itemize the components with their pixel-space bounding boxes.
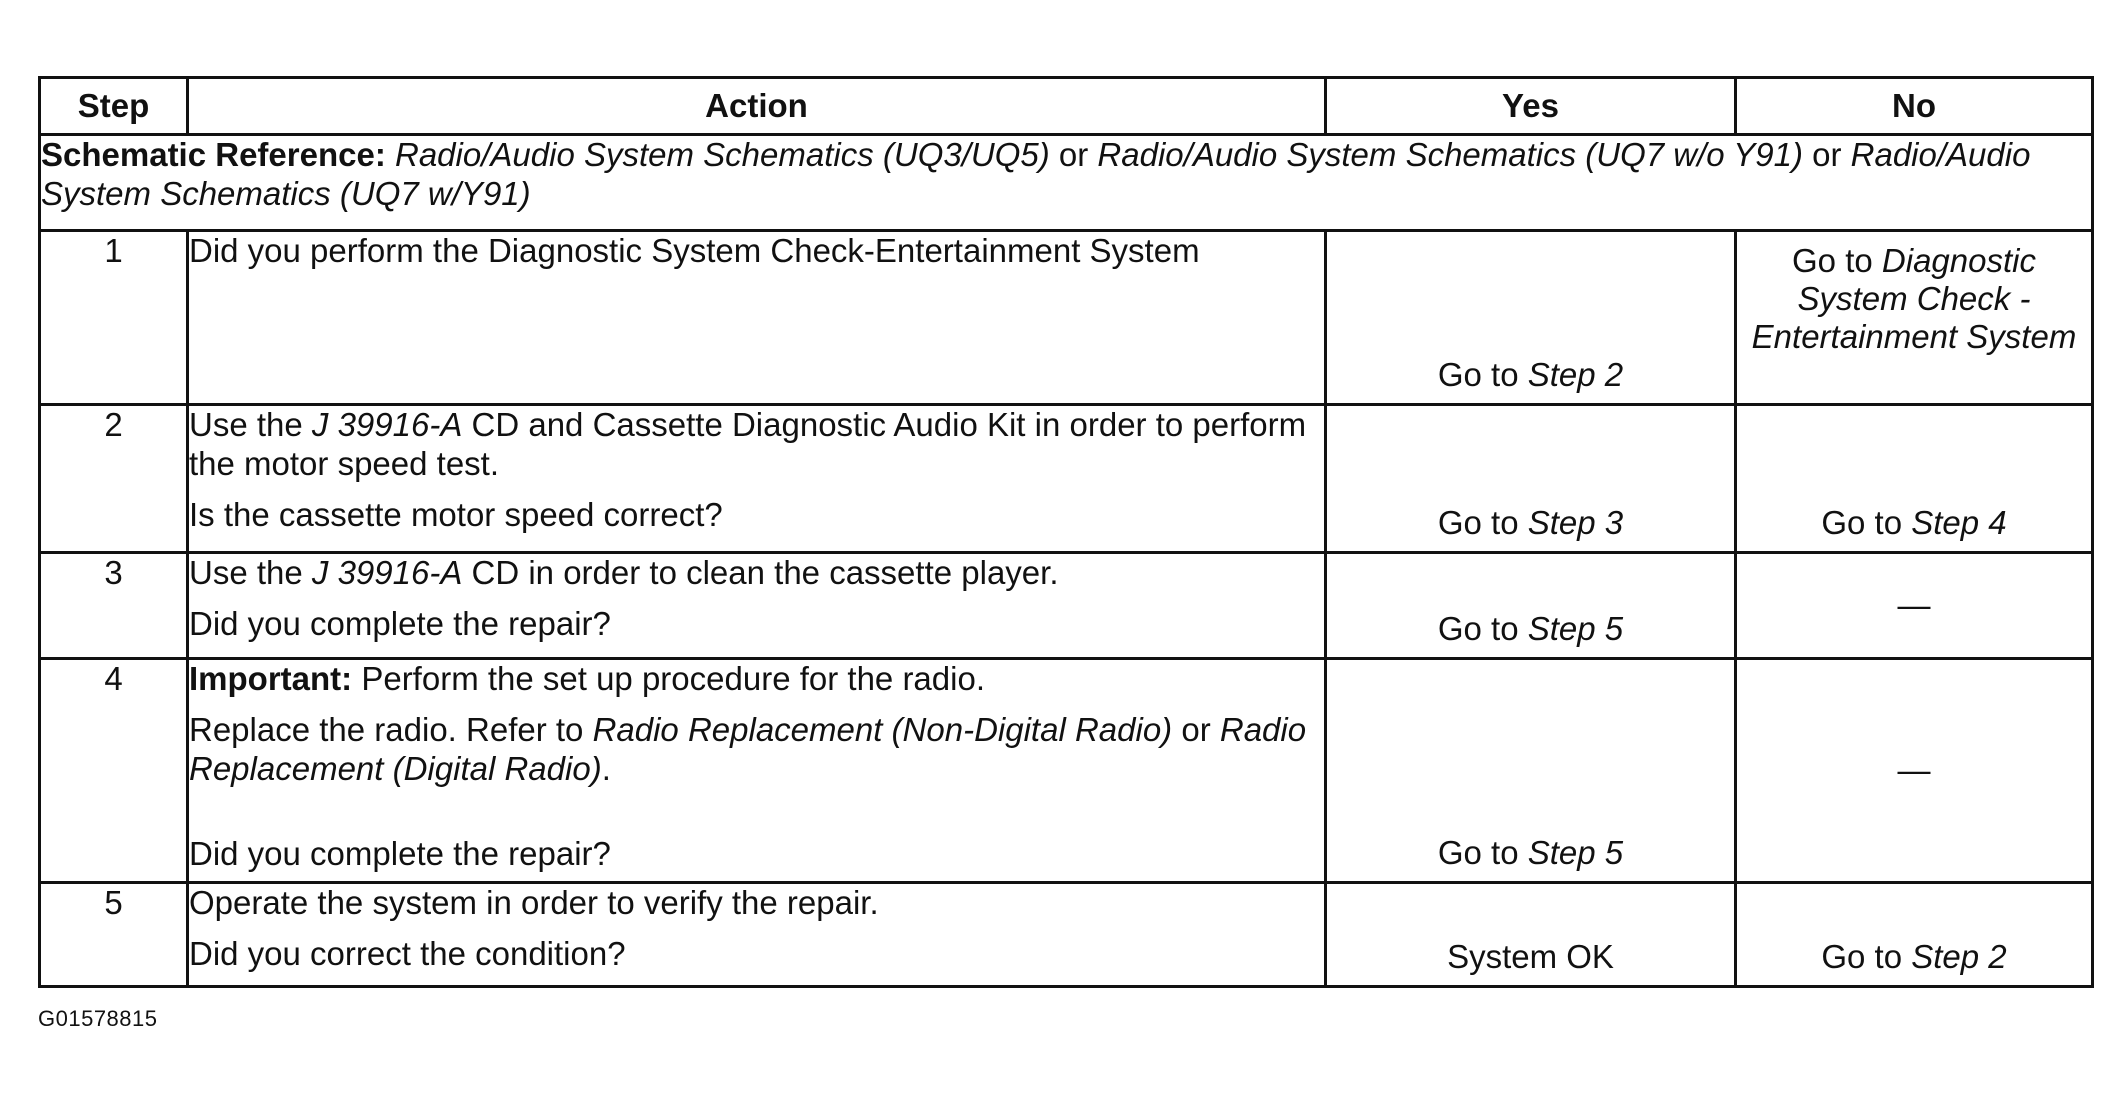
yes-prefix: Go to — [1437, 834, 1528, 872]
no-link-step-2[interactable]: Step 2 — [1911, 938, 2007, 976]
no-cell: Go to Step 4 — [1734, 403, 2094, 554]
no-dash: — — [1897, 586, 1931, 624]
action-cell: Important: Perform the set up procedure … — [186, 657, 1327, 884]
step-number: 4 — [38, 657, 189, 884]
yes-link-step-5[interactable]: Step 5 — [1527, 610, 1624, 648]
action-text-part: Use the — [189, 554, 312, 591]
step-number: 3 — [38, 551, 189, 660]
replace-or: or — [1172, 710, 1220, 748]
reference-link-uq3-uq5[interactable]: Radio/Audio System Schematics (UQ3/UQ5) — [395, 136, 1050, 173]
yes-link-step-3[interactable]: Step 3 — [1527, 504, 1624, 542]
figure-id: G01578815 — [38, 1006, 158, 1031]
no-prefix: Go to — [1821, 938, 1912, 976]
reference-label: Schematic Reference: — [41, 136, 386, 173]
schematic-reference: Schematic Reference: Radio/Audio System … — [38, 133, 2094, 232]
replace-end: . — [601, 749, 611, 787]
action-cell: Use the J 39916-A CD and Cassette Diagno… — [186, 403, 1327, 554]
action-text: Use the J 39916-A CD in order to clean t… — [189, 554, 1324, 593]
no-link-diagnostic-system-check[interactable]: Diagnostic System Check - Entertainment … — [1751, 242, 2077, 355]
no-link-step-4[interactable]: Step 4 — [1911, 504, 2007, 542]
no-prefix: Go to — [1792, 242, 1882, 279]
table-row: 1 Did you perform the Diagnostic System … — [38, 229, 2094, 406]
no-prefix: Go to — [1821, 504, 1912, 542]
action-text-part: CD in order to clean the cassette player… — [462, 554, 1059, 591]
yes-cell: Go to Step 3 — [1324, 403, 1737, 554]
reference-or: or — [1049, 136, 1098, 173]
yes-cell: Go to Step 2 — [1324, 229, 1737, 406]
header-no: No — [1734, 76, 2094, 136]
tool-link-j39916a[interactable]: J 39916-A — [311, 406, 463, 443]
reference-or: or — [1802, 136, 1851, 173]
table-row: 5 Operate the system in order to verify … — [38, 881, 2094, 988]
diagnostic-table: Step Action Yes No Schematic Reference: … — [38, 76, 2094, 988]
replace-instruction: Replace the radio. Refer to Radio Replac… — [189, 711, 1324, 789]
action-text-part: Use the — [189, 406, 312, 443]
step-number: 1 — [38, 229, 189, 406]
step-number: 5 — [38, 881, 189, 988]
action-question: Did you correct the condition? — [189, 934, 626, 972]
link-radio-replacement-non-digital[interactable]: Radio Replacement (Non-Digital Radio) — [592, 710, 1173, 748]
yes-system-ok: System OK — [1447, 938, 1614, 976]
reference-link-uq7-y91[interactable]: Radio/Audio System Schematics (UQ7 w/Y91… — [41, 136, 2031, 212]
important-note: Important: Perform the set up procedure … — [189, 660, 1324, 699]
no-cell: Go to Diagnostic System Check - Entertai… — [1734, 229, 2094, 406]
action-question: Is the cassette motor speed correct? — [189, 495, 723, 533]
header-row: Step Action Yes No — [38, 76, 2094, 136]
no-cell: — — [1734, 551, 2094, 660]
no-dash: — — [1897, 751, 1931, 789]
action-text: Operate the system in order to verify th… — [189, 884, 879, 921]
action-question: Did you complete the repair? — [189, 834, 611, 872]
step-number: 2 — [38, 403, 189, 554]
replace-text: Replace the radio. Refer to — [189, 710, 593, 748]
header-step: Step — [38, 76, 189, 136]
tool-link-j39916a[interactable]: J 39916-A — [311, 554, 463, 591]
no-cell: Go to Step 2 — [1734, 881, 2094, 988]
yes-cell: Go to Step 5 — [1324, 657, 1737, 884]
table-row: 4 Important: Perform the set up procedur… — [38, 657, 2094, 884]
yes-cell: Go to Step 5 — [1324, 551, 1737, 660]
action-question: Did you complete the repair? — [189, 604, 611, 642]
action-text: Did you perform the Diagnostic System Ch… — [189, 232, 1200, 269]
no-cell: — — [1734, 657, 2094, 884]
table-row: 2 Use the J 39916-A CD and Cassette Diag… — [38, 403, 2094, 554]
reference-link-uq7-no-y91[interactable]: Radio/Audio System Schematics (UQ7 w/o Y… — [1097, 136, 1803, 173]
table-row: 3 Use the J 39916-A CD in order to clean… — [38, 551, 2094, 660]
yes-prefix: Go to — [1437, 504, 1528, 542]
important-label: Important: — [189, 660, 353, 697]
header-yes: Yes — [1324, 76, 1737, 136]
yes-cell: System OK — [1324, 881, 1737, 988]
action-cell: Did you perform the Diagnostic System Ch… — [186, 229, 1327, 406]
schematic-reference-row: Schematic Reference: Radio/Audio System … — [38, 133, 2094, 232]
yes-link-step-5[interactable]: Step 5 — [1527, 834, 1624, 872]
important-text: Perform the set up procedure for the rad… — [352, 660, 985, 697]
action-cell: Operate the system in order to verify th… — [186, 881, 1327, 988]
header-action: Action — [186, 76, 1327, 136]
link-radio-replacement-digital[interactable]: Radio Replacement (Digital Radio) — [189, 710, 1307, 787]
yes-prefix: Go to — [1437, 356, 1528, 394]
yes-link-step-2[interactable]: Step 2 — [1527, 356, 1624, 394]
action-text-part: CD and Cassette Diagnostic Audio Kit in … — [189, 406, 1307, 482]
yes-prefix: Go to — [1437, 610, 1528, 648]
action-cell: Use the J 39916-A CD in order to clean t… — [186, 551, 1327, 660]
action-text: Use the J 39916-A CD and Cassette Diagno… — [189, 406, 1324, 484]
